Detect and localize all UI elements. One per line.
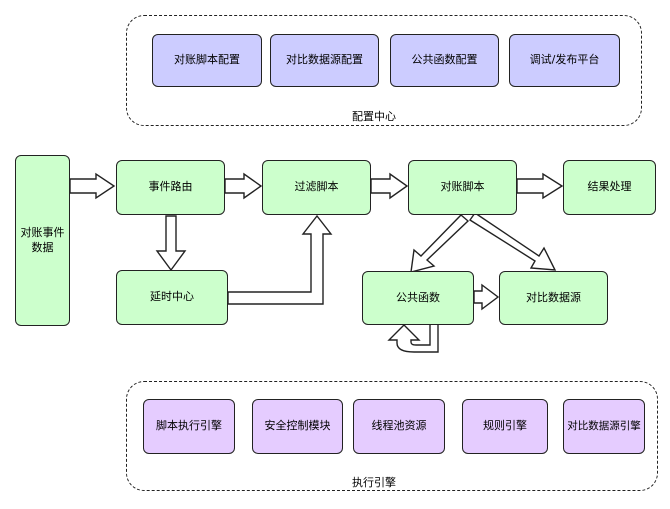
security-control-module-box[interactable]: 安全控制模块 — [252, 399, 343, 454]
debug-publish-platform-box[interactable]: 调试/发布平台 — [509, 34, 620, 87]
arrow-filter-to-reconcile — [370, 172, 409, 200]
exec-engine-group — [126, 381, 658, 491]
arrow-routing-to-filter — [224, 172, 263, 200]
arrow-reconcile-to-functions — [410, 214, 470, 273]
reconcile-script-config-box[interactable]: 对账脚本配置 — [152, 34, 262, 87]
filter-script-box[interactable]: 过滤脚本 — [262, 160, 371, 215]
result-processing-box[interactable]: 结果处理 — [563, 160, 656, 215]
config-center-label: 配置中心 — [352, 110, 396, 123]
event-data-label: 对账事件 数据 — [20, 225, 65, 254]
compare-datasource-engine-box[interactable]: 对比数据源引擎 — [563, 399, 645, 454]
compare-datasource-box[interactable]: 对比数据源 — [499, 271, 608, 325]
arrow-functions-self-loop — [387, 323, 439, 353]
arrow-data-to-routing — [69, 172, 116, 200]
arrow-delay-to-filter — [227, 214, 333, 305]
rule-engine-box[interactable]: 规则引擎 — [462, 399, 548, 454]
common-functions-box[interactable]: 公共函数 — [362, 271, 474, 325]
exec-engine-label: 执行引擎 — [352, 476, 396, 489]
thread-pool-resource-box[interactable]: 线程池资源 — [353, 399, 445, 454]
reconcile-script-box[interactable]: 对账脚本 — [408, 160, 517, 215]
arrow-routing-to-delay — [155, 215, 187, 272]
compare-datasource-config-box[interactable]: 对比数据源配置 — [270, 34, 379, 87]
config-center-group — [126, 15, 642, 126]
arrow-functions-to-datasource — [473, 283, 500, 311]
common-function-config-box[interactable]: 公共函数配置 — [390, 34, 499, 87]
arrow-reconcile-to-datasource — [468, 212, 557, 271]
event-data-box[interactable]: 对账事件 数据 — [15, 155, 70, 326]
delay-center-box[interactable]: 延时中心 — [116, 270, 228, 325]
script-execution-engine-box[interactable]: 脚本执行引擎 — [143, 399, 235, 454]
arrow-reconcile-to-result — [516, 172, 564, 200]
event-routing-box[interactable]: 事件路由 — [116, 160, 225, 215]
